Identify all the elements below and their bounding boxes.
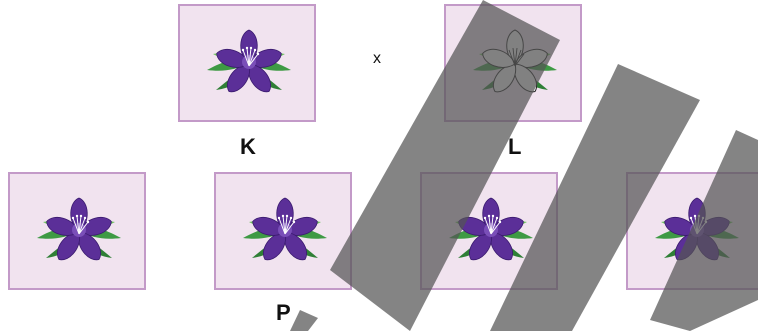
- offspring-panel-1: [8, 172, 146, 290]
- label-l: L: [508, 134, 522, 159]
- purple-flower-icon: [216, 174, 354, 292]
- offspring-panel-2: [214, 172, 352, 290]
- label-k: K: [240, 134, 256, 159]
- parent-l-panel: [444, 4, 582, 122]
- stripe-4: [290, 310, 318, 331]
- purple-flower-icon: [10, 174, 148, 292]
- offspring-panel-4: [626, 172, 758, 290]
- label-p: P: [276, 300, 291, 325]
- offspring-panel-3: [420, 172, 558, 290]
- white-flower-icon: [446, 6, 584, 124]
- parent-k-panel: [178, 4, 316, 122]
- purple-flower-icon: [422, 174, 560, 292]
- purple-flower-icon: [180, 6, 318, 124]
- cross-symbol: x: [373, 50, 381, 67]
- purple-flower-icon: [628, 174, 758, 292]
